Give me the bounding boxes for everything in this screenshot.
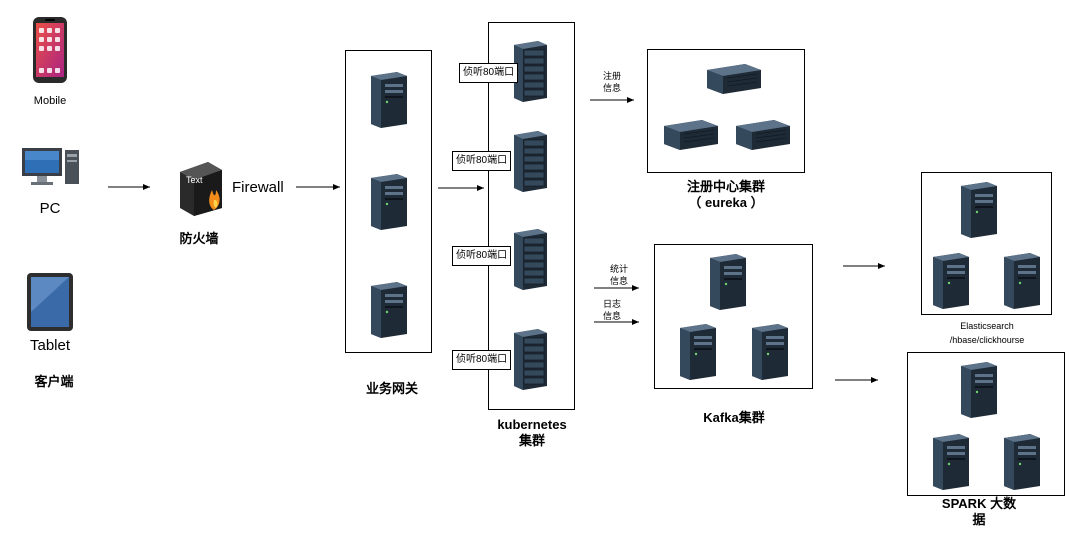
port-label: 侦听80端口	[452, 151, 512, 171]
gateway-server-icon	[367, 172, 409, 230]
gateway-label: 业务网关	[365, 381, 418, 396]
firewall-side-label: Firewall	[232, 179, 284, 196]
elasticsearch-server-icon	[957, 180, 999, 238]
kafka-server-icon	[676, 322, 718, 380]
kubernetes-server-icon	[512, 228, 548, 290]
tablet-label: Tablet	[29, 337, 71, 354]
eureka-server-icon	[705, 62, 763, 96]
tablet-icon	[27, 273, 73, 331]
kubernetes-label-line2: 集群	[518, 433, 545, 448]
firewall-label: 防火墙	[179, 231, 219, 246]
gateway-server-icon	[367, 280, 409, 338]
clients-group-label: 客户端	[34, 374, 74, 389]
kafka-server-icon	[706, 252, 748, 310]
port-label: 侦听80端口	[452, 350, 512, 370]
eureka-server-icon	[662, 118, 720, 152]
spark-label: SPARK 大数 据	[941, 496, 1017, 527]
gateway-server-icon	[367, 70, 409, 128]
elasticsearch-label: Elasticsearch /hbase/clickhourse	[949, 321, 1025, 345]
firewall-icon-text: Text	[186, 175, 203, 185]
pc-label: PC	[39, 200, 61, 217]
log-info-label: 日志 信息	[602, 299, 621, 321]
port-label: 侦听80端口	[452, 246, 512, 266]
elasticsearch-server-icon	[1000, 251, 1042, 309]
register-info-label: 注册 信息	[602, 71, 621, 93]
mobile-label: Mobile	[33, 95, 67, 107]
kubernetes-server-icon	[512, 40, 548, 102]
kubernetes-server-icon	[512, 130, 548, 192]
stats-info-label: 统计 信息	[609, 264, 628, 286]
kubernetes-server-icon	[512, 328, 548, 390]
kubernetes-label: kubernetes 集群	[490, 417, 574, 449]
kafka-server-icon	[748, 322, 790, 380]
spark-server-icon	[957, 360, 999, 418]
firewall-icon	[180, 162, 222, 216]
elasticsearch-server-icon	[929, 251, 971, 309]
kubernetes-label-line1: kubernetes	[497, 417, 567, 432]
spark-server-icon	[929, 432, 971, 490]
kafka-label: Kafka集群	[703, 410, 765, 425]
eureka-server-icon	[734, 118, 792, 152]
spark-server-icon	[1000, 432, 1042, 490]
mobile-phone-icon	[33, 17, 67, 83]
eureka-label: 注册中心集群 （ eureka ）	[686, 179, 765, 210]
desktop-pc-icon	[22, 148, 79, 185]
port-label: 侦听80端口	[459, 63, 519, 83]
